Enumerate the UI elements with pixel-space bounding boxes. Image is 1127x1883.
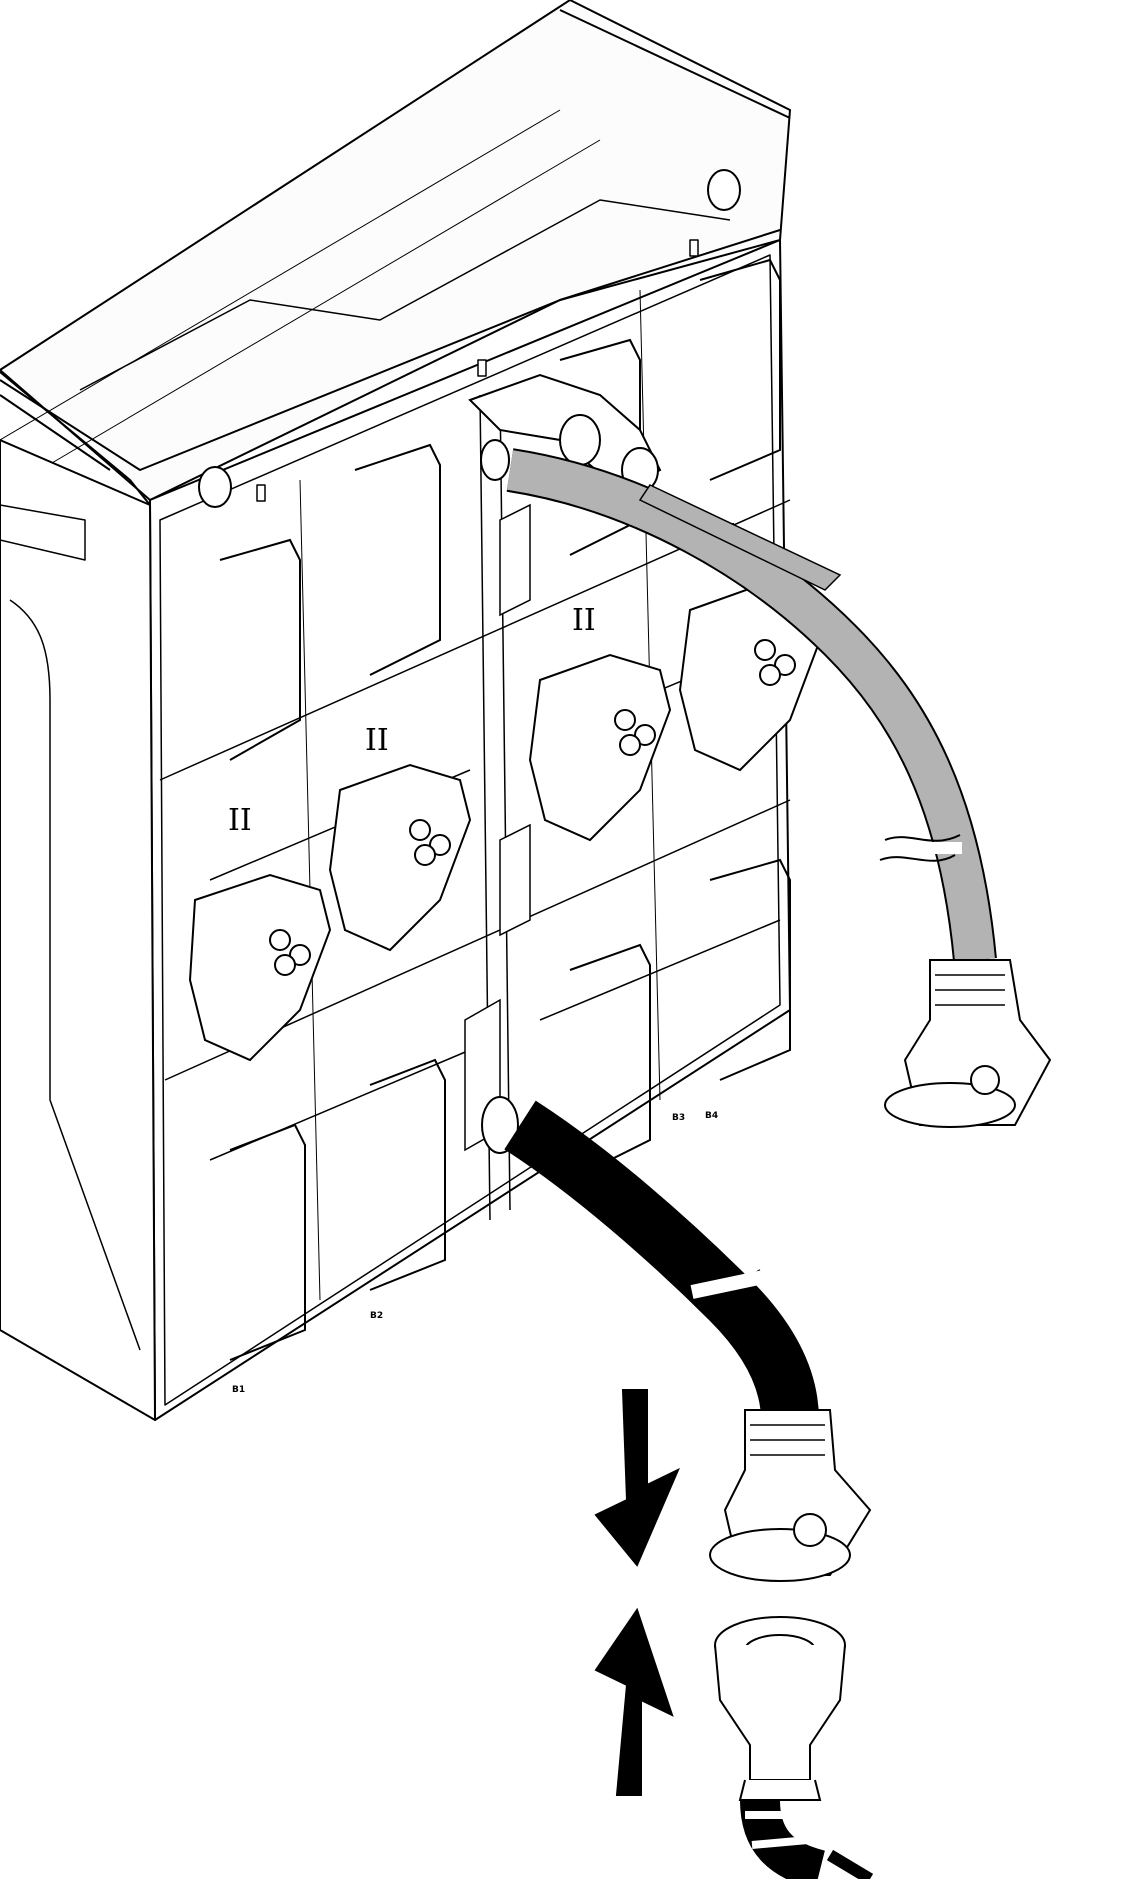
connected-hose-body	[504, 1100, 819, 1422]
tray-handle	[354, 443, 441, 676]
tray-handle	[559, 338, 641, 556]
mount-hole-right	[707, 169, 741, 211]
tray-handle	[699, 258, 781, 481]
connected-hose	[481, 1096, 872, 1582]
supply-fitting	[468, 373, 662, 493]
cdu-connector	[714, 1616, 874, 1883]
tray-latch	[188, 873, 332, 1062]
compute-trays: II II II II B1 B2 B3 B4	[159, 258, 822, 1395]
tray-latch	[328, 763, 472, 952]
tray-handle	[709, 858, 791, 1081]
guide-pins	[256, 239, 699, 502]
bay-marking: II	[365, 723, 389, 758]
tray-label: B1	[232, 1385, 245, 1395]
up-arrow	[594, 1607, 674, 1796]
tray-latch	[528, 653, 672, 842]
tray-handle	[569, 943, 651, 1176]
cdu-hose	[740, 1799, 826, 1883]
mount-hole-left	[198, 466, 232, 508]
detached-hose	[506, 448, 1052, 1128]
enclosure-side	[0, 439, 156, 1421]
bay-marking: II	[572, 603, 596, 638]
tray-latch	[678, 583, 822, 772]
down-arrow	[594, 1389, 680, 1567]
bay-marking: II	[228, 803, 252, 838]
enclosure	[0, 0, 791, 1421]
tray-label: B2	[370, 1311, 383, 1321]
tray-handle	[219, 538, 301, 761]
tray-label: B3	[672, 1113, 685, 1123]
tray-handle	[369, 1058, 446, 1291]
tray-label: B4	[705, 1111, 718, 1121]
